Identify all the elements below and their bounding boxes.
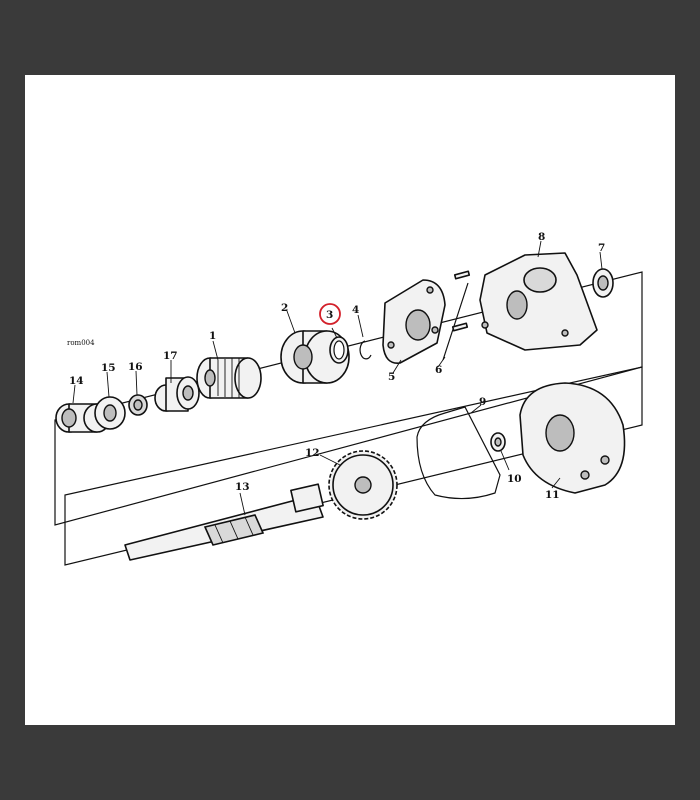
lower-panel-outline [64,366,643,566]
label-14: 14 [69,375,84,387]
label-1: 1 [209,330,216,342]
label-7: 7 [598,242,605,254]
exploded-parts-diagram: rom004 14 15 16 17 1 2 3 4 5 6 7 8 9 10 … [54,231,643,566]
part-2-clutch-cup[interactable] [280,330,350,384]
part-15-washer[interactable] [94,396,126,430]
part-3-ring[interactable] [329,336,349,364]
label-12: 12 [305,447,320,459]
part-16-nut[interactable] [128,394,148,416]
part-17-bushing[interactable] [154,376,200,412]
part-4-clip[interactable] [359,340,372,360]
part-6-pins[interactable] [442,270,471,361]
label-15: 15 [101,362,116,374]
label-2: 2 [281,302,288,314]
label-5: 5 [388,371,395,383]
diagram-code: rom004 [67,339,95,347]
label-16: 16 [128,361,143,373]
label-13: 13 [235,481,250,493]
part-9-gasket[interactable] [416,406,501,500]
part-8-starter-housing[interactable] [479,252,598,351]
part-5-cover-plate[interactable] [382,279,446,364]
label-8: 8 [538,231,545,243]
label-17: 17 [163,350,178,362]
label-9: 9 [479,396,486,408]
label-4: 4 [352,304,359,316]
part-1-drive-pinion[interactable] [196,357,262,399]
label-3: 3 [326,309,333,321]
label-6: 6 [435,364,442,376]
part-7-bearing[interactable] [592,268,614,298]
diagram-frame: rom004 14 15 16 17 1 2 3 4 5 6 7 8 9 10 … [25,75,675,725]
part-10-bearing[interactable] [490,432,506,452]
part-12-gear[interactable] [328,450,398,520]
label-11: 11 [545,489,560,501]
part-13-drive-shaft[interactable] [124,483,324,561]
part-11-end-cover[interactable] [519,382,626,494]
highlight-circle [319,303,341,325]
leader-lines [72,240,603,516]
label-10: 10 [507,473,522,485]
